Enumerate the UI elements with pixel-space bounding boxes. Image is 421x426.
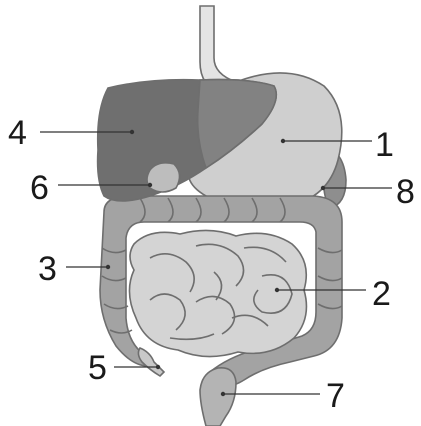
- label-1: 1: [375, 126, 394, 164]
- rectum: [200, 368, 236, 426]
- appendix: [138, 348, 164, 376]
- label-3: 3: [38, 250, 57, 288]
- label-2: 2: [372, 275, 391, 313]
- leader-dot-8: [321, 186, 325, 190]
- label-5: 5: [88, 349, 107, 387]
- leader-dot-6: [148, 183, 152, 187]
- leader-dot-2: [275, 288, 279, 292]
- leader-dot-4: [130, 130, 134, 134]
- leader-dot-5: [156, 365, 160, 369]
- leader-dot-1: [281, 139, 285, 143]
- gallbladder: [147, 163, 180, 192]
- leader-dot-7: [221, 392, 225, 396]
- label-8: 8: [396, 173, 415, 211]
- label-4: 4: [8, 114, 27, 152]
- leader-dot-3: [106, 265, 110, 269]
- label-6: 6: [30, 169, 49, 207]
- label-7: 7: [326, 377, 345, 415]
- small-intestine: [129, 230, 306, 356]
